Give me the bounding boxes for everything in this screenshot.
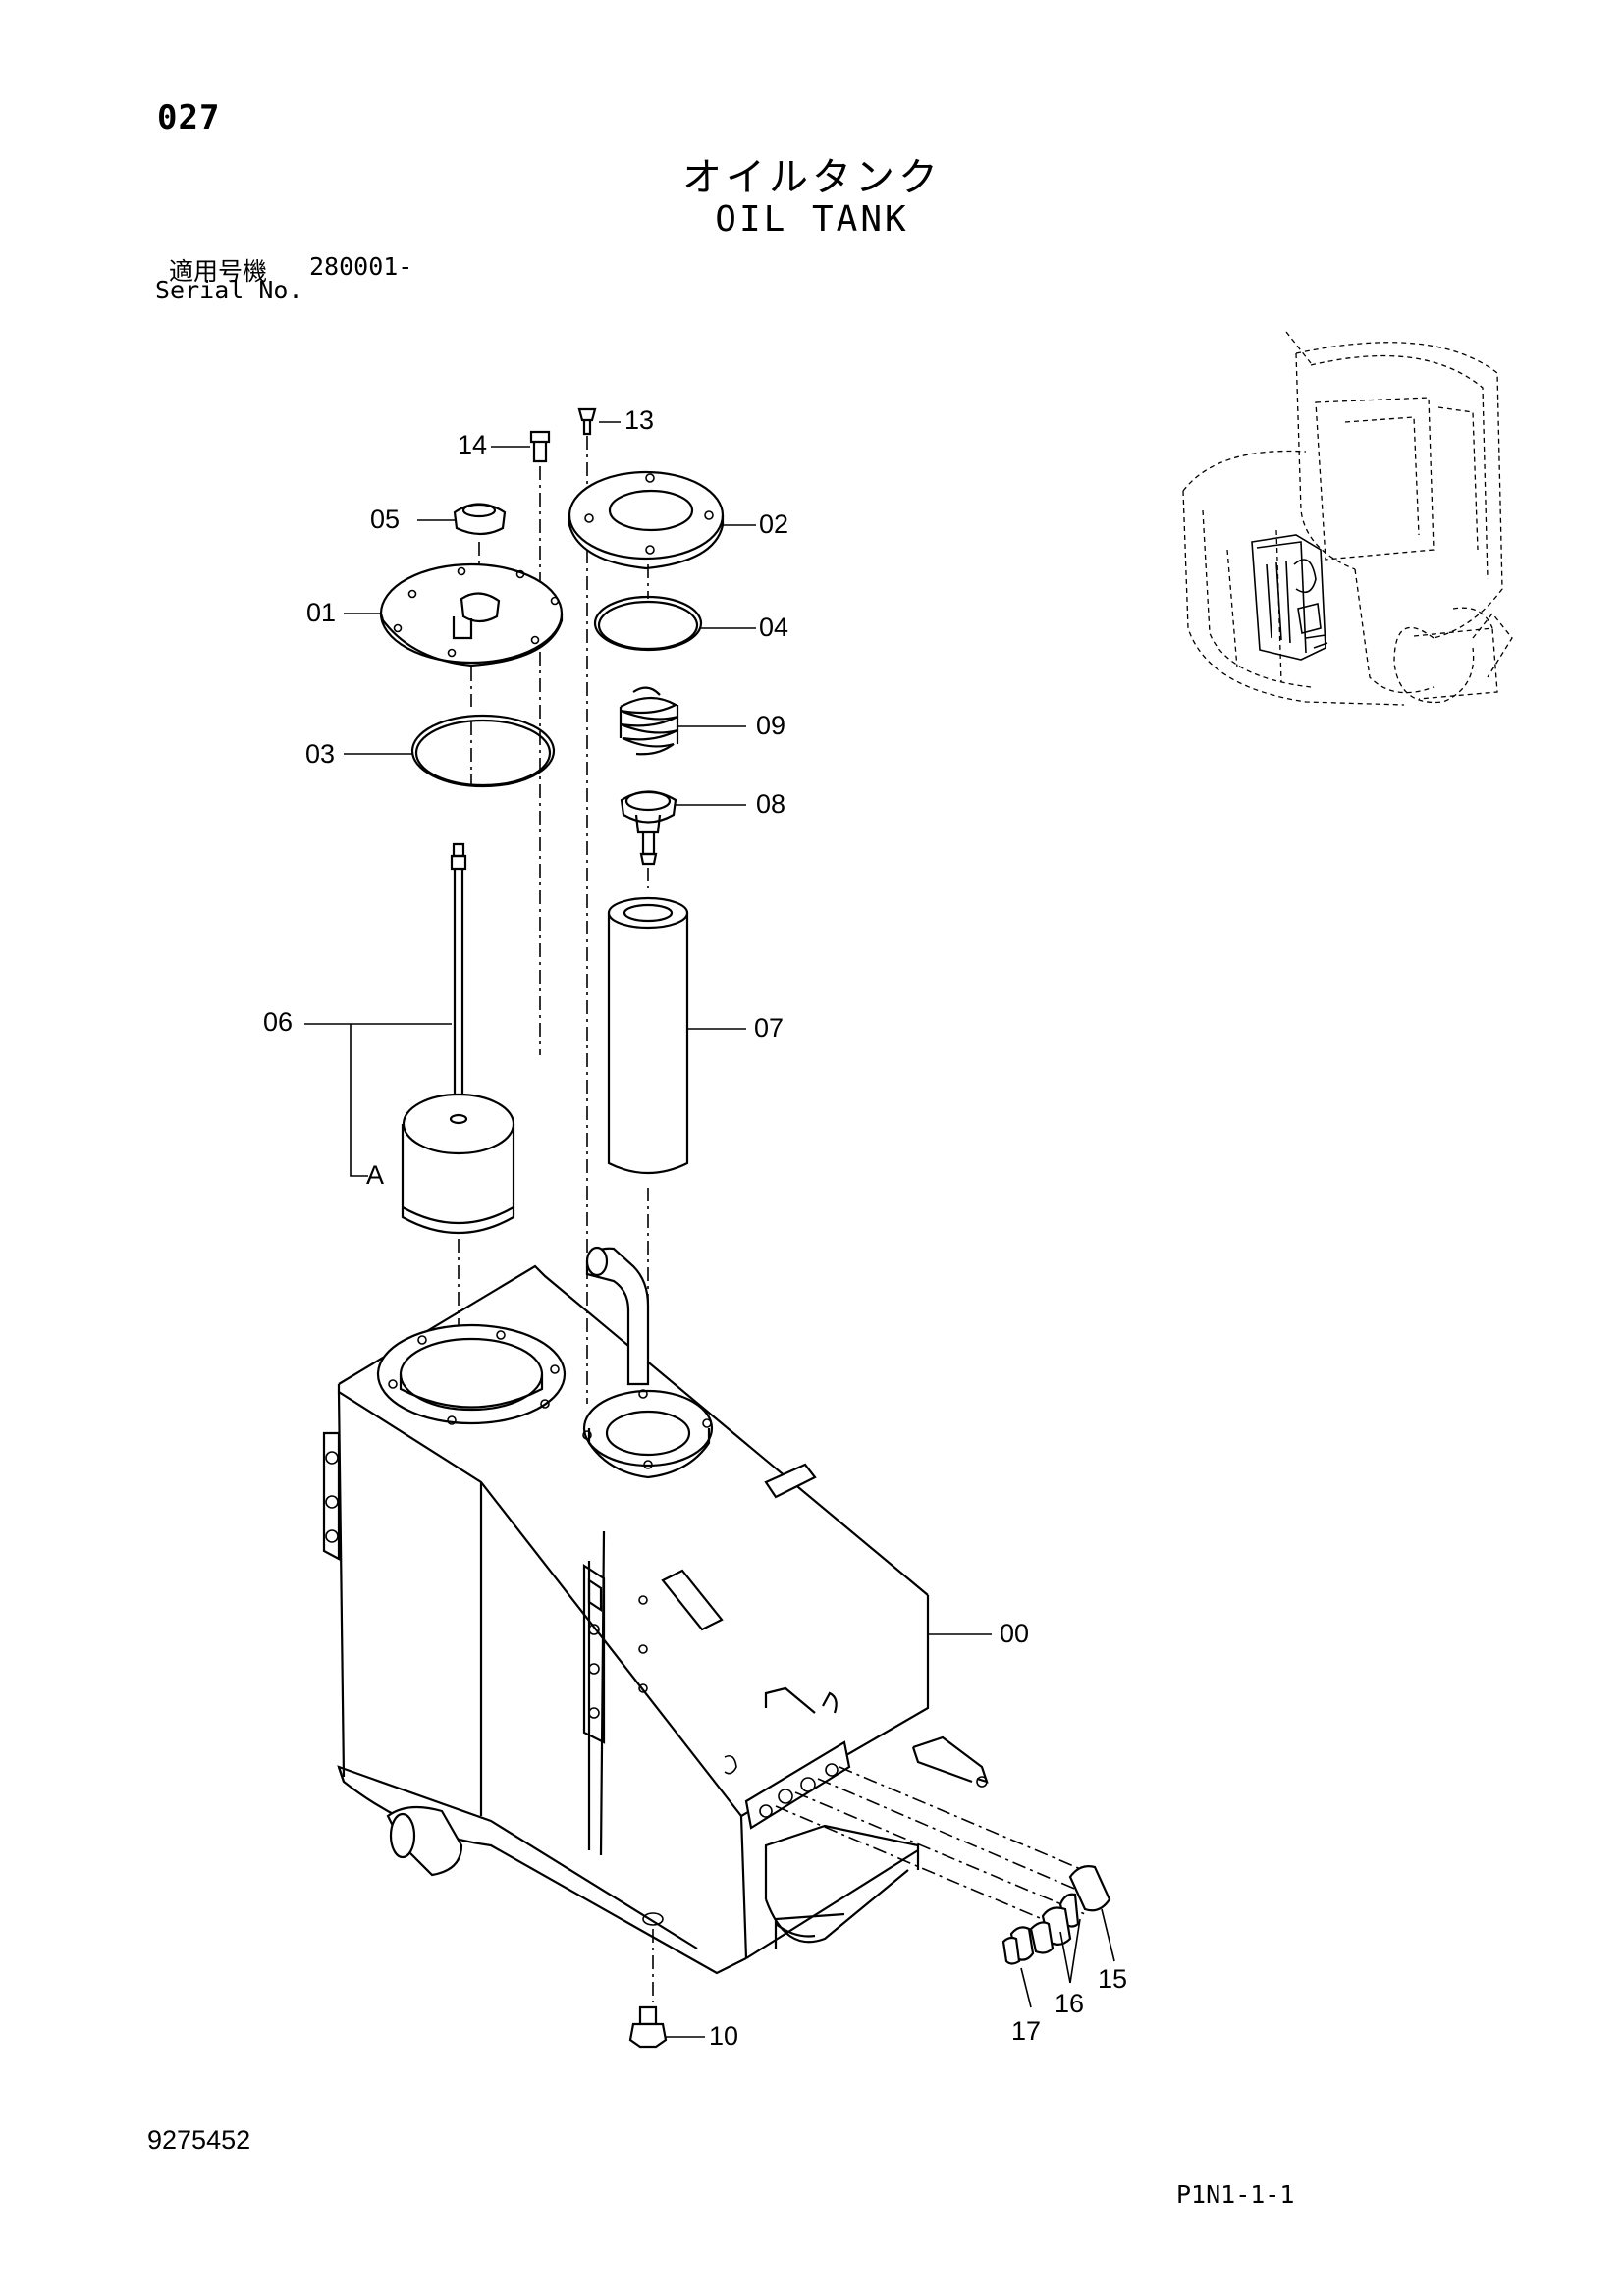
- callout-10: 10: [709, 2021, 738, 2051]
- callout-00: 00: [1000, 1619, 1029, 1648]
- part-01-cover-plate: [379, 562, 564, 707]
- callout-05: 05: [370, 505, 400, 534]
- part-13-screw: [577, 407, 597, 1404]
- title-english: OIL TANK: [715, 199, 909, 240]
- part-02-cover-plate: [568, 470, 725, 570]
- page-number: 027: [157, 98, 221, 137]
- title-japanese: オイルタンク: [682, 155, 942, 200]
- part-04-o-ring: [593, 564, 703, 652]
- part-07-filter-element: [607, 896, 689, 1384]
- callout-09: 09: [756, 711, 785, 740]
- callout-08: 08: [756, 789, 785, 819]
- serial-label-english: Serial No.: [155, 276, 303, 304]
- part-08-valve: [620, 790, 677, 888]
- part-03-o-ring: [410, 714, 556, 788]
- part-06-strainer-assembly: [401, 842, 515, 1374]
- callout-02: 02: [759, 509, 788, 539]
- leader-lines: [304, 421, 1115, 2038]
- machine-locator-illustration: [1182, 331, 1513, 706]
- callout-16: 16: [1055, 1989, 1084, 2018]
- page-code: P1N1-1-1: [1176, 2180, 1295, 2209]
- callout-15: 15: [1098, 1964, 1127, 1994]
- serial-value: 280001-: [309, 252, 413, 281]
- callout-14: 14: [458, 430, 487, 459]
- callout-07: 07: [754, 1013, 784, 1042]
- part-14-bolt: [529, 430, 551, 1055]
- serial-label-japanese: 適用号機: [169, 257, 268, 286]
- part-09-spring: [619, 686, 679, 756]
- part-15-16-17-fittings: [775, 1766, 1111, 1965]
- part-00-oil-tank: [322, 1246, 989, 2002]
- callout-03: 03: [305, 739, 335, 769]
- callout-04: 04: [759, 613, 788, 642]
- callout-labels: 14 13 02 05 01 04 03 09 08 06 A 07 00 10…: [263, 405, 1127, 2051]
- callout-sub-a: A: [366, 1160, 384, 1190]
- callout-13: 13: [624, 405, 654, 435]
- document-number: 9275452: [147, 2125, 251, 2155]
- callout-01: 01: [306, 598, 336, 627]
- part-10-drain-plug: [628, 2005, 668, 2049]
- callout-06: 06: [263, 1007, 293, 1037]
- callout-17: 17: [1011, 2016, 1041, 2046]
